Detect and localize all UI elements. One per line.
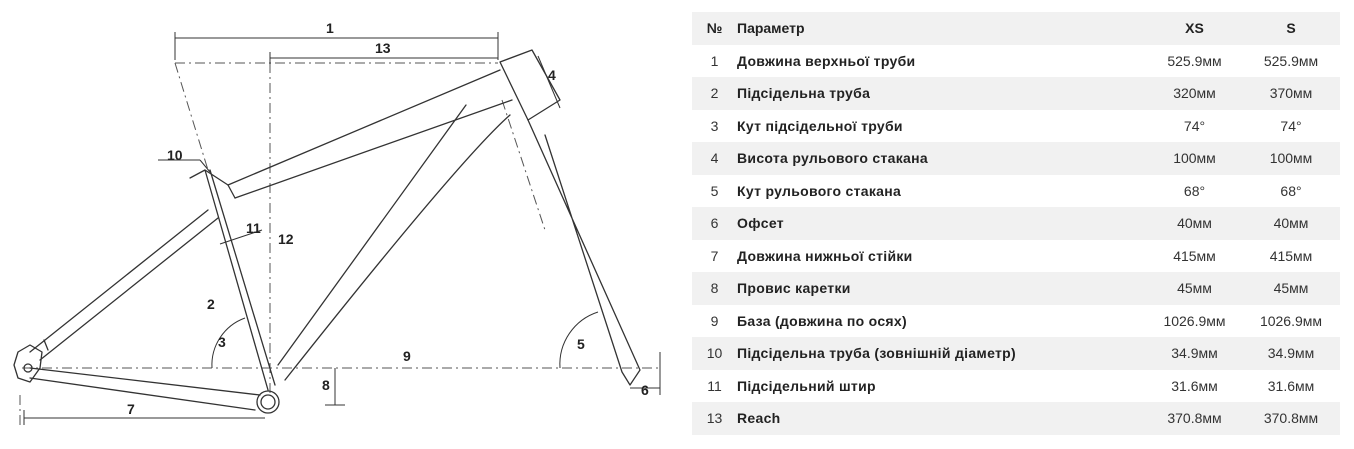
table-row: 9 База (довжина по осях) 1026.9мм 1026.9… [692,304,1340,337]
row-number: 11 [707,377,722,394]
row-value-s: 370мм [1269,85,1313,102]
table-row: 8 Провис каретки 45мм 45мм [692,272,1340,305]
row-number: 7 [710,247,719,264]
row-parameter: Підсідельна труба [737,85,871,102]
row-parameter: Довжина верхньої труби [737,52,916,69]
row-value-xs: 370.8мм [1167,410,1222,427]
dimension-labels: 1 13 4 10 11 12 2 3 9 5 8 6 7 [127,20,649,417]
row-value-xs: 74° [1183,117,1206,134]
row-number: 2 [710,85,719,102]
label-7: 7 [127,401,135,417]
table-row: 11 Підсідельний штир 31.6мм 31.6мм [692,369,1340,402]
row-value-xs: 31.6мм [1171,377,1218,394]
label-8: 8 [322,377,330,393]
header-size-s: S [1286,20,1296,37]
table-row: 2 Підсідельна труба 320мм 370мм [692,77,1340,110]
row-value-s: 45мм [1273,280,1309,297]
row-parameter: Підсідельний штир [737,377,876,394]
reference-lines [19,62,660,425]
row-parameter: Провис каретки [737,280,851,297]
label-1: 1 [326,20,334,36]
label-9: 9 [403,348,411,364]
table-row: 13 Reach 370.8мм 370.8мм [692,402,1340,435]
row-value-s: 34.9мм [1267,345,1315,362]
row-value-xs: 1026.9мм [1163,312,1226,329]
row-value-xs: 40мм [1177,215,1212,232]
row-number: 10 [706,345,723,362]
label-6: 6 [641,382,649,398]
label-5: 5 [577,336,585,352]
table-row: 3 Кут підсідельної труби 74° 74° [692,109,1340,142]
row-parameter: Підсідельна труба (зовнішній діаметр) [737,345,1016,362]
row-number: 13 [706,410,723,427]
angle-arcs [211,311,599,369]
row-value-xs: 68° [1183,182,1206,199]
header-size-xs: XS [1185,20,1204,37]
row-parameter: Довжина нижньої стійки [737,247,913,264]
geometry-table: № Параметр XS S 1 Довжина верхньої труби… [692,12,1340,435]
row-number: 3 [710,117,719,134]
row-parameter: Офсет [737,215,784,232]
header-parameter: Параметр [737,20,805,37]
row-value-xs: 415мм [1173,247,1216,264]
row-number: 4 [710,150,719,167]
row-value-xs: 525.9мм [1167,52,1222,69]
frame-geometry-diagram: 1 13 4 10 11 12 2 3 9 5 8 6 7 [13,20,661,425]
row-parameter: Кут підсідельної труби [737,117,903,134]
row-value-xs: 45мм [1177,280,1212,297]
row-parameter: Кут рульового стакана [737,182,902,199]
row-number: 6 [710,215,719,232]
row-number: 8 [710,280,719,297]
bike-frame [13,49,641,414]
row-value-xs: 100мм [1173,150,1216,167]
label-3: 3 [218,334,226,350]
table-row: 1 Довжина верхньої труби 525.9мм 525.9мм [692,44,1340,77]
label-10: 10 [167,147,183,163]
table-row: 5 Кут рульового стакана 68° 68° [692,174,1340,207]
row-parameter: Висота рульового стакана [737,150,928,167]
row-value-xs: 320мм [1173,85,1216,102]
row-value-s: 1026.9мм [1259,312,1323,329]
row-parameter: Reach [737,410,781,427]
row-value-s: 370.8мм [1263,410,1319,427]
dimension-lines [23,32,661,425]
row-value-xs: 34.9мм [1171,345,1218,362]
row-value-s: 415мм [1269,247,1313,264]
row-value-s: 74° [1280,117,1302,134]
label-13: 13 [375,40,391,56]
row-number: 5 [710,182,719,199]
table-header-row: № Параметр XS S [692,12,1340,45]
row-value-s: 40мм [1273,215,1309,232]
header-number: № [706,20,723,37]
row-number: 9 [710,312,719,329]
table-row: 7 Довжина нижньої стійки 415мм 415мм [692,239,1340,272]
label-4: 4 [548,67,556,83]
row-value-s: 31.6мм [1267,377,1315,394]
table-row: 10 Підсідельна труба (зовнішній діаметр)… [692,337,1340,370]
row-value-s: 100мм [1269,150,1313,167]
label-11: 11 [246,220,261,236]
table-row: 6 Офсет 40мм 40мм [692,207,1340,240]
label-2: 2 [207,296,215,312]
row-number: 1 [710,52,719,69]
label-12: 12 [278,231,294,247]
row-parameter: База (довжина по осях) [737,312,907,329]
row-value-s: 68° [1280,182,1302,199]
row-value-s: 525.9мм [1263,52,1319,69]
table-row: 4 Висота рульового стакана 100мм 100мм [692,142,1340,175]
